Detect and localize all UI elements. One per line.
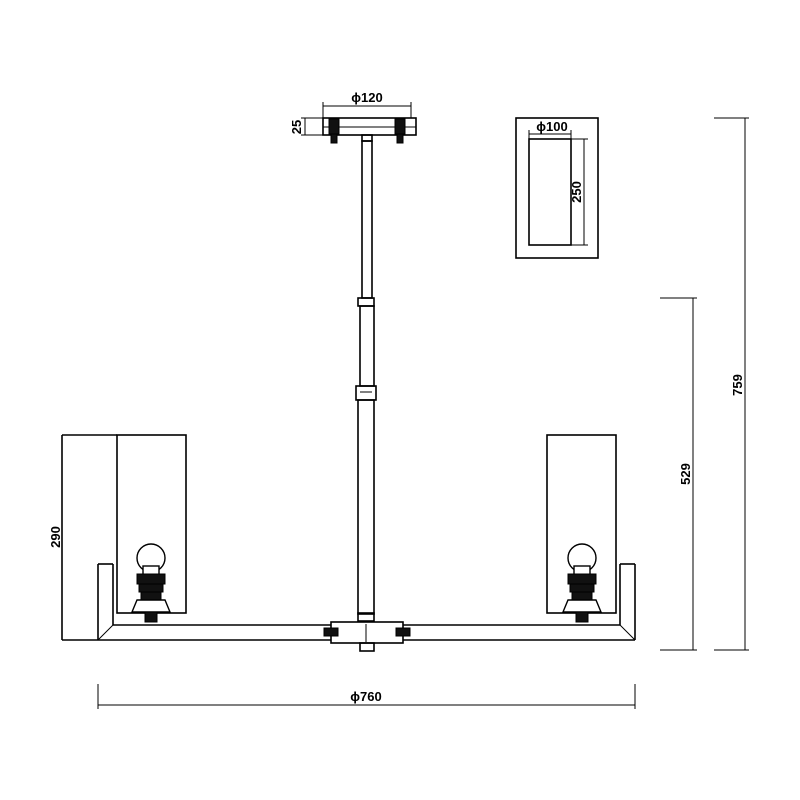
canopy-height-label: 25: [289, 120, 304, 134]
fixture-height-label: 290: [48, 526, 63, 548]
body-height-dimension: 529: [660, 297, 697, 651]
downrod: [355, 140, 377, 622]
shade-diameter-label: ϕ100: [536, 119, 567, 134]
central-hub: [323, 621, 411, 652]
canopy-diameter-label: ϕ120: [351, 90, 382, 105]
canopy-height-dimension: 25: [289, 117, 323, 136]
fixture-height-dimension: 290: [48, 435, 63, 640]
overall-height-dimension: 759: [714, 117, 749, 651]
right-bulb: [561, 543, 603, 623]
shade-detail-inset: ϕ100 250: [515, 117, 599, 259]
body-height-label: 529: [678, 463, 693, 485]
arm-assembly: [97, 563, 636, 641]
canopy-diameter-dimension: ϕ120: [322, 90, 412, 118]
overall-diameter-dimension: ϕ760: [97, 684, 636, 709]
canopy: [322, 117, 417, 144]
overall-diameter-label: ϕ760: [350, 689, 381, 704]
shade-height-label: 250: [569, 181, 584, 203]
left-bulb: [130, 543, 172, 623]
overall-height-label: 759: [730, 374, 745, 396]
